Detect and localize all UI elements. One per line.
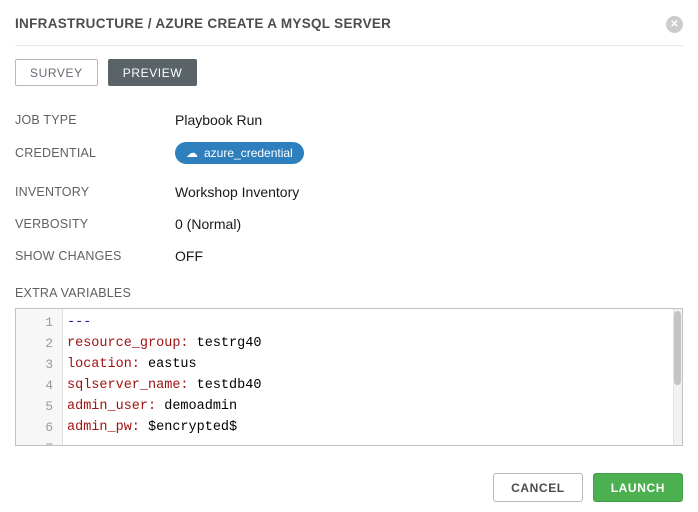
field-row-inventory: INVENTORY Workshop Inventory [15, 182, 683, 202]
tab-buttons: SURVEY PREVIEW [15, 59, 683, 86]
code-line: 7 [16, 438, 682, 446]
code-line: 5 admin_user: demoadmin [16, 396, 682, 417]
job-type-label: JOB TYPE [15, 113, 175, 127]
line-number: 3 [16, 354, 62, 375]
modal-footer: CANCEL LAUNCH [15, 473, 683, 502]
line-number: 4 [16, 375, 62, 396]
yaml-key: admin_user: [67, 399, 156, 414]
modal-header: INFRASTRUCTURE / AZURE CREATE A MYSQL SE… [15, 16, 683, 46]
extra-variables-label: EXTRA VARIABLES [15, 286, 683, 300]
show-changes-value: OFF [175, 248, 203, 264]
editor-scrollbar[interactable] [673, 309, 682, 445]
yaml-key: location: [67, 357, 140, 372]
survey-button[interactable]: SURVEY [15, 59, 98, 86]
line-number: 2 [16, 333, 62, 354]
yaml-doc-separator: --- [67, 315, 91, 330]
verbosity-label: VERBOSITY [15, 217, 175, 231]
verbosity-value: 0 (Normal) [175, 216, 241, 232]
inventory-label: INVENTORY [15, 185, 175, 199]
code-line: 3 location: eastus [16, 354, 682, 375]
yaml-value: testdb40 [189, 378, 262, 393]
yaml-value: testrg40 [189, 336, 262, 351]
code-line: 6 admin_pw: $encrypted$ [16, 417, 682, 438]
field-row-credential: CREDENTIAL ☁ azure_credential [15, 142, 683, 164]
yaml-key: sqlserver_name: [67, 378, 189, 393]
field-row-verbosity: VERBOSITY 0 (Normal) [15, 214, 683, 234]
code-line: 4 sqlserver_name: testdb40 [16, 375, 682, 396]
credential-badge[interactable]: ☁ azure_credential [175, 142, 304, 164]
preview-button[interactable]: PREVIEW [108, 59, 198, 86]
line-number: 1 [16, 312, 62, 333]
code-line: 1 --- [16, 312, 682, 333]
credential-name: azure_credential [204, 146, 293, 160]
job-type-value: Playbook Run [175, 112, 262, 128]
line-number: 7 [16, 438, 62, 446]
line-number: 5 [16, 396, 62, 417]
yaml-key: resource_group: [67, 336, 189, 351]
cloud-icon: ☁ [186, 147, 198, 159]
yaml-value: eastus [140, 357, 197, 372]
extra-variables-editor[interactable]: 1 --- 2 resource_group: testrg40 3 locat… [15, 308, 683, 446]
show-changes-label: SHOW CHANGES [15, 249, 175, 263]
inventory-value: Workshop Inventory [175, 184, 299, 200]
cancel-button[interactable]: CANCEL [493, 473, 583, 502]
line-number: 6 [16, 417, 62, 438]
credential-label: CREDENTIAL [15, 146, 175, 160]
code-line: 2 resource_group: testrg40 [16, 333, 682, 354]
close-icon[interactable]: ✕ [666, 16, 683, 33]
page-title: INFRASTRUCTURE / AZURE CREATE A MYSQL SE… [15, 16, 391, 31]
yaml-value: demoadmin [156, 399, 237, 414]
field-row-show-changes: SHOW CHANGES OFF [15, 246, 683, 266]
launch-button[interactable]: LAUNCH [593, 473, 683, 502]
scrollbar-thumb[interactable] [674, 311, 681, 385]
field-row-job-type: JOB TYPE Playbook Run [15, 110, 683, 130]
job-detail-fields: JOB TYPE Playbook Run CREDENTIAL ☁ azure… [15, 110, 683, 266]
yaml-key: admin_pw: [67, 420, 140, 435]
yaml-value: $encrypted$ [140, 420, 237, 435]
code-lines: 1 --- 2 resource_group: testrg40 3 locat… [16, 309, 682, 446]
